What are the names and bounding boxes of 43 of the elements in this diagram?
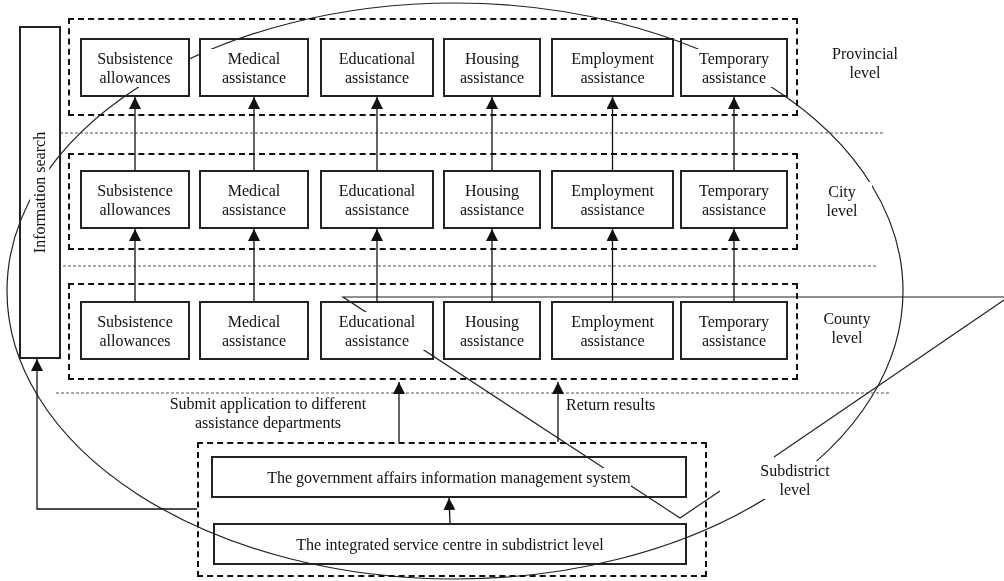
arrow <box>606 228 619 302</box>
process-box <box>199 301 309 360</box>
process-box <box>443 38 541 97</box>
process-box <box>320 301 434 360</box>
process-box <box>320 170 434 229</box>
vertical-label: Information search <box>30 131 50 254</box>
process-box <box>551 38 674 97</box>
level-group-frame <box>197 442 707 577</box>
arrow <box>129 228 141 302</box>
arrow <box>371 96 383 171</box>
arrow <box>443 497 456 524</box>
arrow <box>552 381 564 443</box>
arrow <box>728 96 740 171</box>
process-box <box>551 301 674 360</box>
arrow <box>129 96 141 171</box>
process-box <box>320 38 434 97</box>
process-box <box>80 301 190 360</box>
arrow <box>486 96 498 171</box>
arrow <box>31 358 198 510</box>
process-box <box>680 38 788 97</box>
process-box <box>551 170 674 229</box>
level-group-frame <box>68 283 798 380</box>
arrow <box>486 228 498 302</box>
arrow <box>728 228 740 302</box>
process-box <box>680 170 788 229</box>
process-box <box>199 38 309 97</box>
level-group-frame <box>68 153 798 250</box>
box-label: The government affairs information management system <box>267 467 631 487</box>
process-box <box>211 456 687 498</box>
arrow <box>248 228 260 302</box>
level-group-frame <box>68 18 798 116</box>
arrow <box>371 228 383 302</box>
arrow <box>248 96 260 171</box>
process-box <box>213 523 687 565</box>
process-box <box>80 170 190 229</box>
process-box <box>680 301 788 360</box>
process-box <box>443 301 541 360</box>
side-panel-box <box>19 26 61 359</box>
arrow <box>606 96 619 171</box>
process-box <box>80 38 190 97</box>
arrow <box>393 381 405 443</box>
process-box <box>443 170 541 229</box>
process-box <box>199 170 309 229</box>
